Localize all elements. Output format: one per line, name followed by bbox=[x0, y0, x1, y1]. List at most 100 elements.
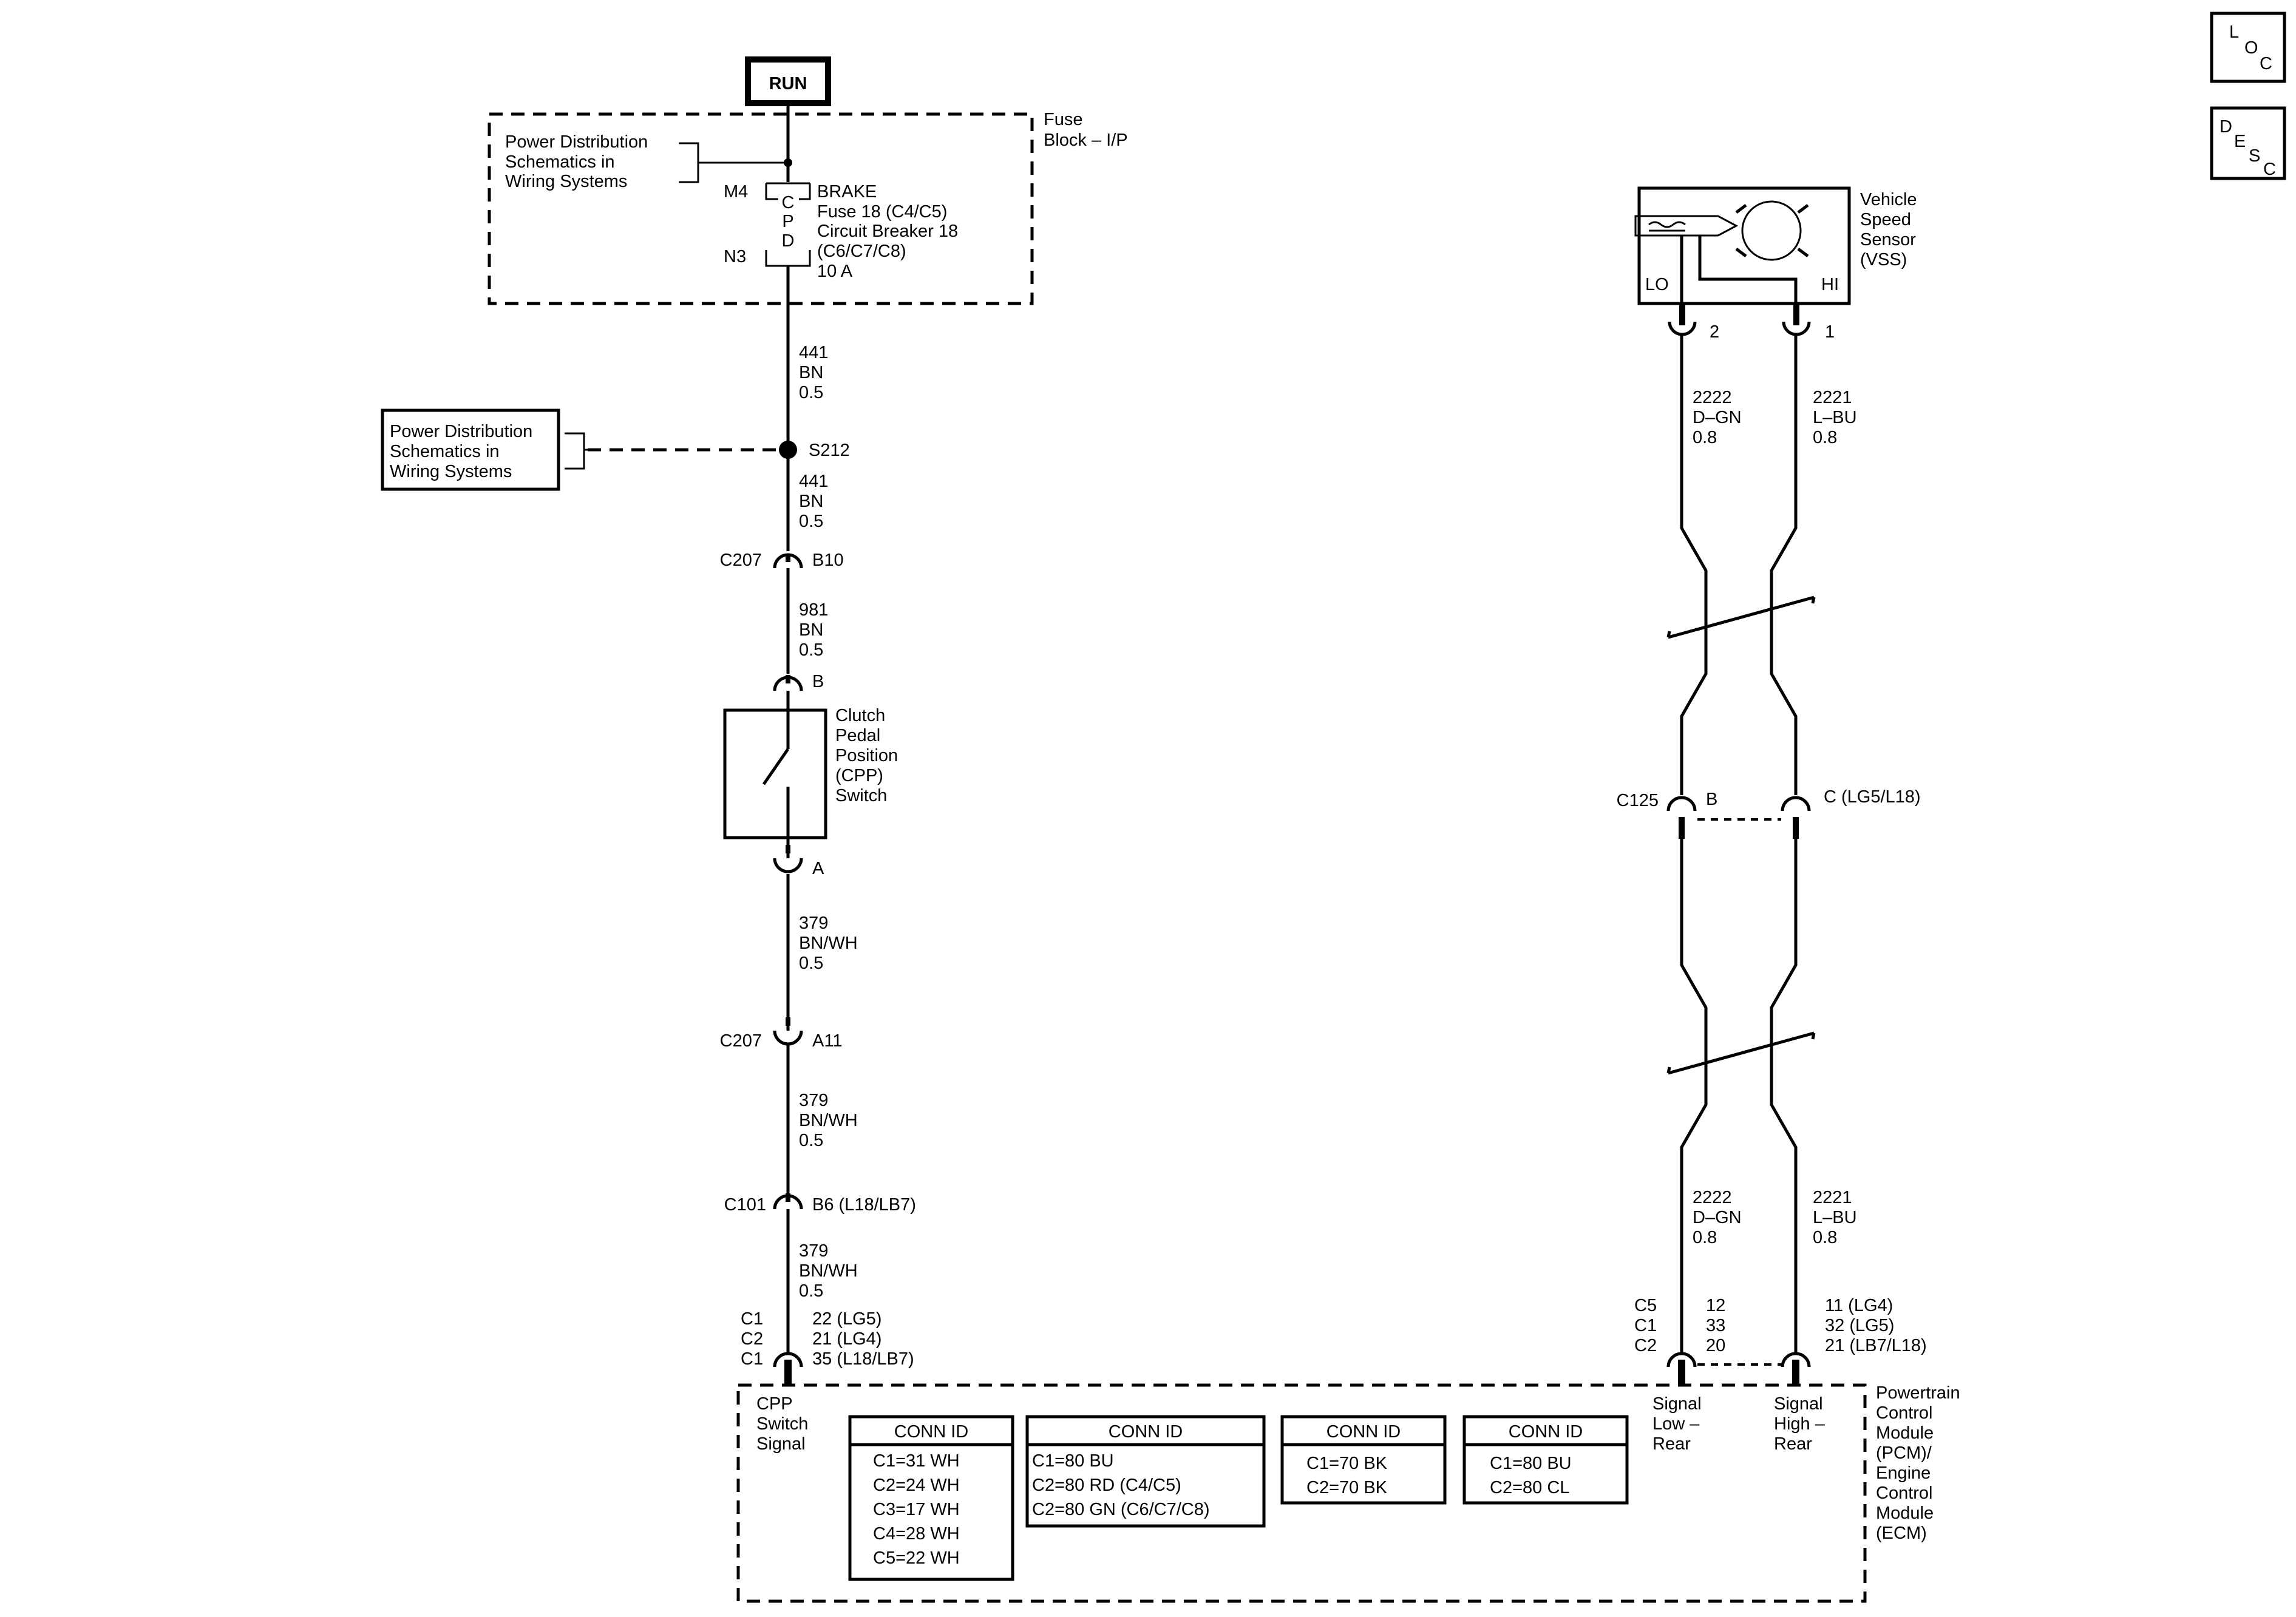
connector-vss-lo bbox=[1668, 303, 1697, 336]
vss-internal-hi bbox=[1698, 236, 1798, 303]
wire-label: 0.5 bbox=[799, 512, 823, 531]
fuse-letter: C bbox=[782, 193, 795, 212]
fuse-letter: D bbox=[782, 231, 795, 251]
desc-letter: E bbox=[2234, 132, 2246, 151]
vss-title: Speed bbox=[1860, 210, 1911, 229]
wire-label: 2221 bbox=[1813, 1188, 1852, 1207]
run-text: RUN bbox=[769, 74, 807, 93]
pds-ref-inner: Wiring Systems bbox=[505, 172, 627, 191]
conn-id-row: C2=70 BK bbox=[1306, 1478, 1388, 1497]
loc-letter: C bbox=[2260, 54, 2272, 73]
wire-label: 0.8 bbox=[1693, 1228, 1717, 1247]
wire-label: L–BU bbox=[1813, 408, 1857, 427]
connector-c207-a11 bbox=[773, 1017, 803, 1046]
desc-letter: S bbox=[2249, 146, 2260, 166]
wire-2221-upper bbox=[1770, 335, 1798, 795]
run-label: RUN bbox=[745, 56, 831, 106]
vss-hi-label: HI bbox=[1821, 275, 1839, 294]
fuse-desc: Fuse 18 (C4/C5) bbox=[817, 202, 947, 222]
conn-id-table-1: CONN ID C1=31 WH C2=24 WH C3=17 WH C4=28… bbox=[848, 1415, 1014, 1581]
wire-label: BN/WH bbox=[799, 934, 858, 953]
pcm-pin-label: 21 (LG4) bbox=[812, 1329, 881, 1349]
vss-pin-label: 1 bbox=[1825, 322, 1835, 342]
desc-button[interactable]: D E S C bbox=[2210, 106, 2286, 180]
pcm-conn-label: C1 bbox=[1634, 1316, 1657, 1335]
pin-label: A11 bbox=[812, 1031, 842, 1051]
wire-label: 981 bbox=[799, 600, 828, 620]
pin-label: A bbox=[812, 859, 824, 878]
loc-letter: L bbox=[2229, 22, 2239, 42]
pcm-title: Module bbox=[1876, 1423, 1934, 1443]
vss-title: (VSS) bbox=[1860, 250, 1907, 270]
vss-pin-label: 2 bbox=[1710, 322, 1719, 342]
vss-title: Vehicle bbox=[1860, 190, 1917, 209]
wire-2222-upper bbox=[1680, 335, 1708, 795]
wire-label: 441 bbox=[799, 472, 828, 491]
pcm-conn-label: C1 bbox=[741, 1309, 763, 1329]
pds-ref-inner: Schematics in bbox=[505, 152, 615, 172]
pin-label: B6 (L18/LB7) bbox=[812, 1195, 916, 1215]
conn-id-table-3: CONN ID C1=70 BK C2=70 BK bbox=[1280, 1415, 1447, 1505]
loc-button[interactable]: L O C bbox=[2210, 12, 2286, 83]
cpp-signal-label: Signal bbox=[756, 1434, 806, 1454]
vss-sensor-icon bbox=[1634, 200, 1809, 261]
fuse-desc: BRAKE bbox=[817, 182, 877, 202]
conn-id-row: C1=70 BK bbox=[1306, 1454, 1388, 1473]
wire-label: D–GN bbox=[1693, 1208, 1742, 1227]
pcm-pin-label: 20 bbox=[1706, 1336, 1725, 1355]
wire-label: 2222 bbox=[1693, 1188, 1732, 1207]
conn-id-row: C1=31 WH bbox=[873, 1451, 960, 1471]
fuse-letter: P bbox=[782, 212, 793, 231]
wire-label: 0.8 bbox=[1813, 428, 1837, 447]
pin-label: B10 bbox=[812, 551, 844, 570]
wire-label: 0.5 bbox=[799, 954, 823, 973]
pds-ref-left-box[interactable] bbox=[381, 408, 560, 491]
conn-id-table-2: CONN ID C1=80 BU C2=80 RD (C4/C5) C2=80 … bbox=[1025, 1415, 1266, 1528]
pds-ref-left: Power Distribution bbox=[390, 422, 532, 441]
fuse-desc: Circuit Breaker 18 bbox=[817, 222, 958, 241]
pcm-title: (ECM) bbox=[1876, 1524, 1927, 1543]
connector-c101-b6 bbox=[773, 1193, 803, 1210]
pcm-title: Powertrain bbox=[1876, 1383, 1960, 1403]
conn-id-table-4: CONN ID C1=80 BU C2=80 CL bbox=[1462, 1415, 1629, 1505]
pcm-pin-label: 33 bbox=[1706, 1316, 1725, 1335]
cpp-signal-label: Switch bbox=[756, 1414, 808, 1434]
pcm-conn-label: C2 bbox=[741, 1329, 763, 1349]
vss-lo-label: LO bbox=[1645, 275, 1669, 294]
desc-letter: D bbox=[2220, 117, 2232, 137]
wire-label: L–BU bbox=[1813, 1208, 1857, 1227]
wire-label: 2222 bbox=[1693, 388, 1732, 407]
cpp-switch-label: Switch bbox=[835, 786, 887, 805]
connector-c125 bbox=[1666, 796, 1811, 839]
signal-low-label: Rear bbox=[1652, 1434, 1691, 1454]
pcm-pin-label: 35 (L18/LB7) bbox=[812, 1349, 914, 1369]
cpp-switch-label: Position bbox=[835, 746, 898, 765]
fuse-block-box bbox=[487, 112, 1034, 305]
wire-label: BN bbox=[799, 620, 823, 640]
vss-title: Sensor bbox=[1860, 230, 1916, 249]
conn-id-header: CONN ID bbox=[894, 1422, 968, 1442]
wire-label: D–GN bbox=[1693, 408, 1742, 427]
pds-bracket-left bbox=[565, 432, 592, 470]
conn-id-row: C5=22 WH bbox=[873, 1548, 960, 1568]
connector-label: C101 bbox=[724, 1195, 766, 1215]
signal-low-label: Low – bbox=[1652, 1414, 1700, 1434]
pcm-pin-label: 12 bbox=[1706, 1296, 1725, 1315]
pds-ref-inner: Power Distribution bbox=[505, 132, 648, 152]
wire-label: BN bbox=[799, 363, 823, 382]
wire-label: BN/WH bbox=[799, 1261, 858, 1281]
wire-label: 379 bbox=[799, 914, 828, 933]
pcm-conn-label: C5 bbox=[1634, 1296, 1657, 1315]
conn-id-row: C1=80 BU bbox=[1032, 1451, 1114, 1471]
wire-label: 441 bbox=[799, 343, 828, 362]
pcm-conn-label: C1 bbox=[741, 1349, 763, 1369]
cpp-signal-label: CPP bbox=[756, 1394, 793, 1414]
cpp-switch-contact bbox=[762, 748, 790, 785]
signal-high-label: Signal bbox=[1774, 1394, 1823, 1414]
signal-high-label: Rear bbox=[1774, 1434, 1812, 1454]
conn-id-header: CONN ID bbox=[1509, 1422, 1583, 1442]
twist-marker-upper bbox=[1666, 595, 1816, 639]
conn-id-row: C4=28 WH bbox=[873, 1524, 960, 1544]
fuse-m4-label: M4 bbox=[724, 182, 748, 202]
pcm-pin-label: 11 (LG4) bbox=[1825, 1296, 1893, 1315]
